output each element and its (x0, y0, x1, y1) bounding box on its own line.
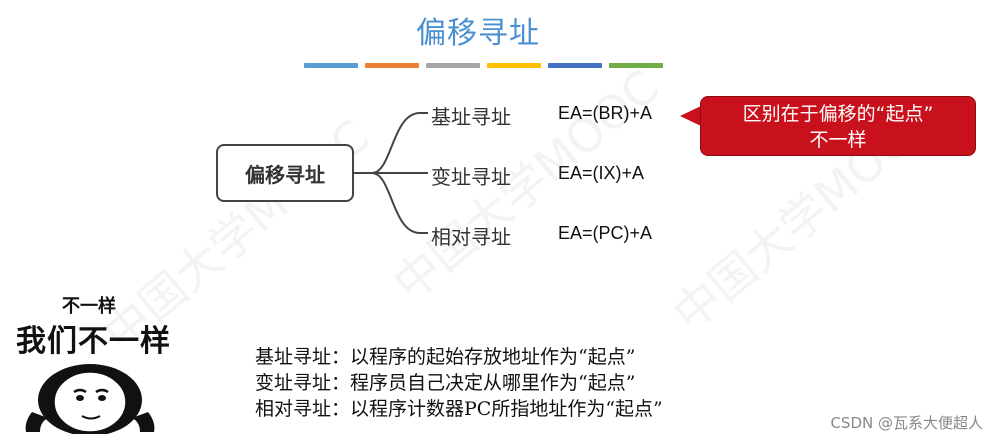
page-title: 偏移寻址 (416, 16, 540, 51)
root-node: 偏移寻址 (216, 144, 354, 202)
meme-caption-big: 我们不一样 (16, 324, 171, 359)
callout-line1: 区别在于偏移的“起点” (742, 103, 934, 125)
branch-label-index: 变址寻址 (431, 165, 511, 189)
callout-pointer (680, 106, 701, 126)
connector-bottom (371, 172, 428, 234)
color-bar (304, 63, 358, 68)
branch-label-base: 基址寻址 (431, 105, 511, 129)
branch-label-relative: 相对寻址 (431, 225, 511, 249)
color-bar (426, 63, 480, 68)
formula-relative: EA=(PC)+A (558, 223, 653, 243)
callout-box: 区别在于偏移的“起点” 不一样 (700, 96, 976, 156)
color-bar (609, 63, 663, 68)
meme-caption-small: 不一样 (62, 296, 116, 317)
color-bar (487, 63, 541, 68)
formula-index: EA=(IX)+A (558, 163, 645, 183)
panda-meme-icon (25, 364, 155, 434)
formula-base: EA=(BR)+A (558, 103, 653, 123)
connector-top (354, 112, 428, 174)
credit-text: CSDN @瓦系大便超人 (830, 414, 983, 432)
callout-line2: 不一样 (809, 129, 867, 151)
root-label: 偏移寻址 (245, 162, 325, 187)
explanation-notes: 基址寻址：以程序的起始存放地址作为“起点” 变址寻址：程序员自己决定从哪里作为“… (255, 344, 663, 422)
note-index: 变址寻址：程序员自己决定从哪里作为“起点” (255, 372, 636, 394)
color-bar (548, 63, 602, 68)
note-relative: 相对寻址：以程序计数器PC所指地址作为“起点” (255, 398, 663, 420)
note-base: 基址寻址：以程序的起始存放地址作为“起点” (255, 346, 636, 368)
color-bar (365, 63, 419, 68)
